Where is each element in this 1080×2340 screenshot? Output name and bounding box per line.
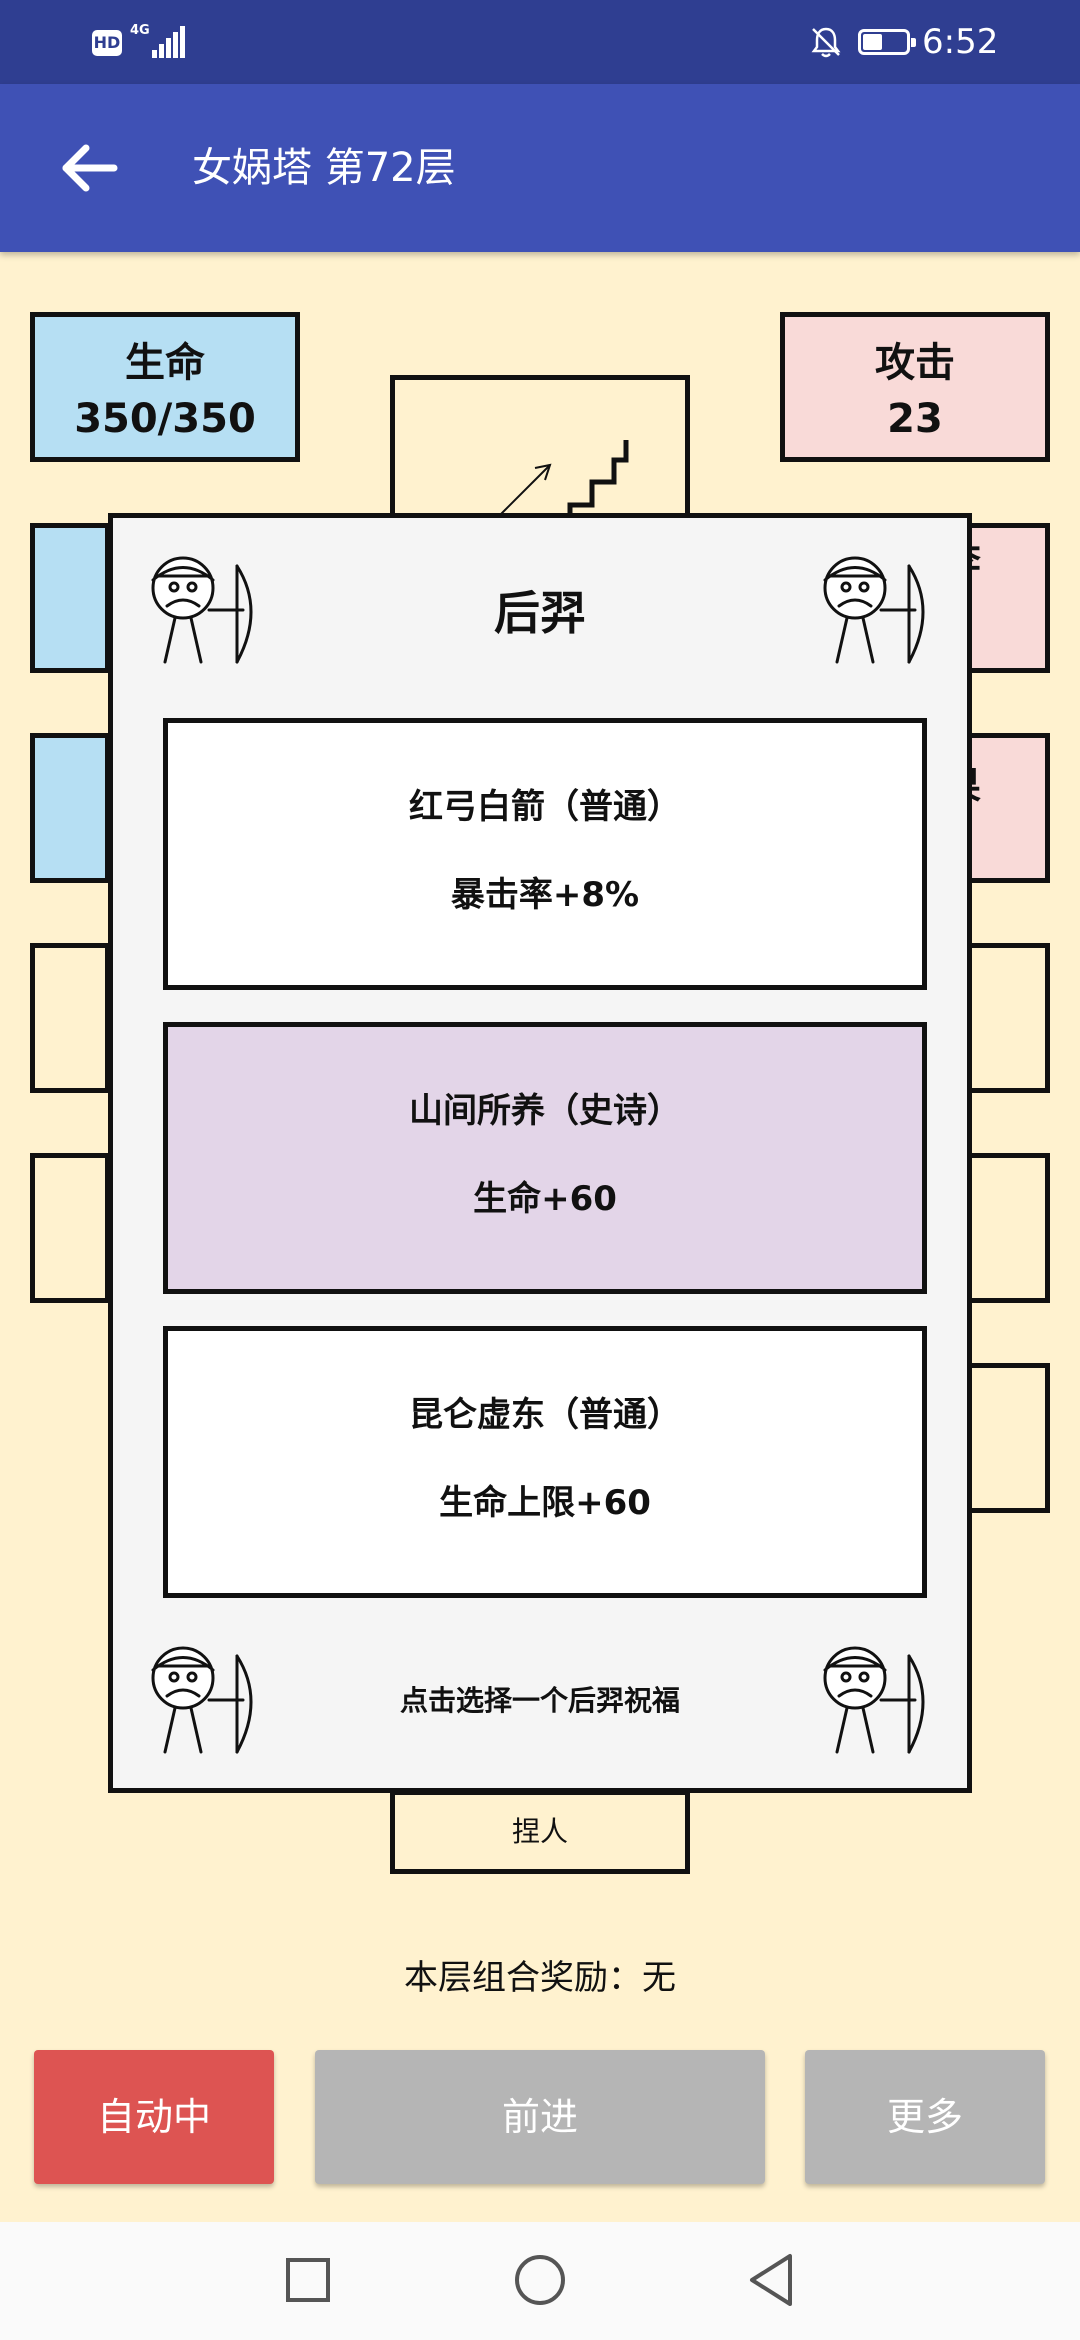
network-type: 4G — [130, 23, 150, 38]
slot-tile-right-4 — [960, 943, 1050, 1093]
home-circle-icon[interactable] — [504, 2244, 576, 2316]
atk-stat-tile: 攻击 23 — [780, 312, 1050, 462]
blessing-name: 昆仑虚东（普通） — [409, 1395, 681, 1435]
clock: 6:52 — [922, 22, 999, 62]
hp-label: 生命 — [125, 340, 205, 386]
battery-level — [863, 34, 882, 50]
status-bar: HD 4G 6:52 — [0, 0, 1080, 84]
atk-label: 攻击 — [875, 340, 955, 386]
signal-icon — [152, 26, 186, 58]
slot-tile-left-4 — [30, 943, 110, 1093]
atk-value: 23 — [887, 396, 943, 442]
selection-hint: 点击选择一个后羿祝福 — [399, 1684, 680, 1717]
blessing-effect: 生命+60 — [473, 1179, 617, 1219]
battery-icon — [858, 29, 916, 55]
slot-tile-left-5 — [30, 1153, 110, 1303]
blessing-name: 山间所养（史诗） — [409, 1091, 681, 1131]
blessing-dialog: 后羿 红弓白箭（普通） 暴击率+8% 山间所养（史诗） 生命+60 昆仑虚东（普… — [108, 513, 972, 1793]
blessing-card-1[interactable]: 红弓白箭（普通） 暴击率+8% — [163, 718, 927, 990]
stat-tile-right-3: 果 — [943, 733, 1050, 883]
stat-tile-left-3 — [30, 733, 110, 883]
blessing-name: 红弓白箭（普通） — [409, 787, 681, 827]
app-bar: 女娲塔 第72层 — [0, 84, 1080, 252]
blessing-card-3[interactable]: 昆仑虚东（普通） 生命上限+60 — [163, 1326, 927, 1598]
stat-tile-right-2: 李 — [943, 523, 1050, 673]
slot-tile-right-6 — [960, 1363, 1050, 1513]
more-button[interactable]: 更多 — [805, 2050, 1045, 2184]
blessing-effect: 暴击率+8% — [450, 875, 640, 915]
bell-off-icon — [811, 27, 841, 58]
forward-button[interactable]: 前进 — [315, 2050, 765, 2184]
stat-tile-left-2 — [30, 523, 110, 673]
hp-value: 350/350 — [74, 396, 256, 442]
slot-tile-right-5 — [960, 1153, 1050, 1303]
hd-badge: HD — [92, 30, 122, 56]
combo-reward-text: 本层组合奖励：无 — [404, 1958, 676, 1998]
auto-button[interactable]: 自动中 — [34, 2050, 274, 2184]
recents-square-icon[interactable] — [272, 2244, 344, 2316]
hp-stat-tile: 生命 350/350 — [30, 312, 300, 462]
dialog-title: 后羿 — [494, 586, 586, 640]
exit-room[interactable]: 捏人 — [390, 1790, 690, 1874]
blessing-effect: 生命上限+60 — [439, 1483, 651, 1523]
stairs-up-icon — [499, 440, 629, 530]
blessing-card-2[interactable]: 山间所养（史诗） 生命+60 — [163, 1022, 927, 1294]
page-title: 女娲塔 第72层 — [192, 145, 456, 191]
stairs-room[interactable] — [390, 375, 690, 535]
system-nav-bar — [0, 2222, 1080, 2340]
arrow-left-icon[interactable] — [56, 134, 124, 202]
exit-room-label: 捏人 — [511, 1815, 568, 1848]
back-triangle-icon[interactable] — [736, 2244, 808, 2316]
